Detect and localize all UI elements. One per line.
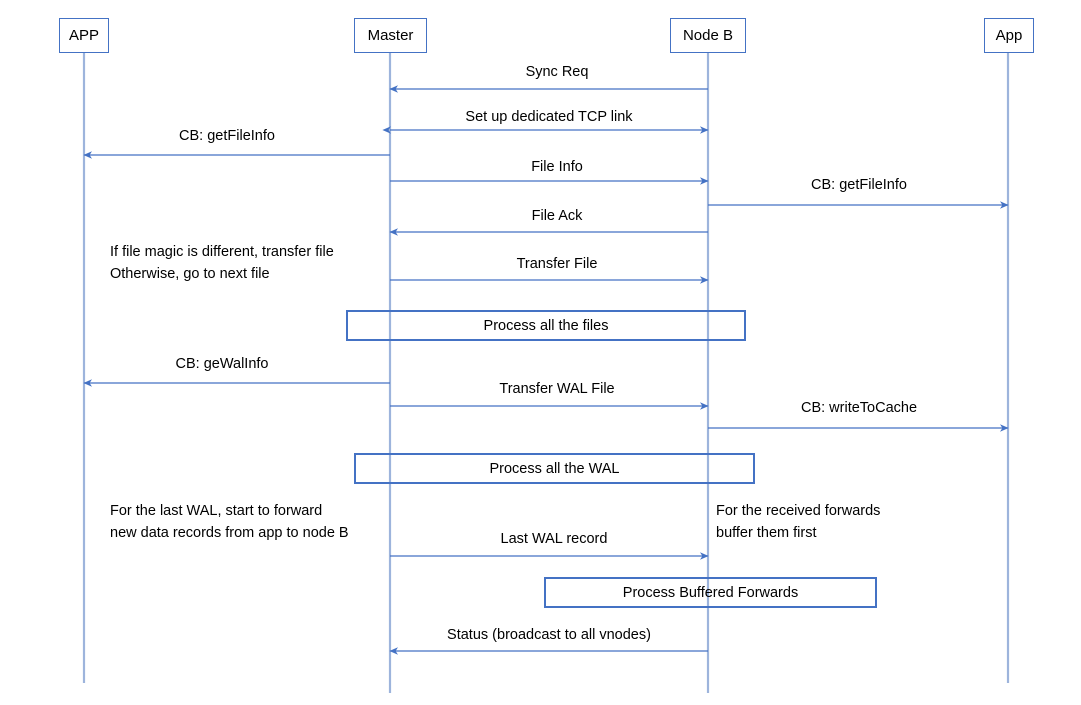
note-n1: If file magic is different, transfer fil…: [110, 244, 334, 282]
activation-box-a3[interactable]: Process Buffered Forwards: [544, 577, 877, 608]
note-n2: For the last WAL, start to forward new d…: [110, 503, 349, 541]
participant-label: Node B: [682, 27, 734, 44]
message-label-m2: Set up dedicated TCP link: [465, 108, 633, 125]
note-n3: For the received forwards buffer them fi…: [716, 503, 881, 541]
message-label-m10: CB: writeToCache: [800, 399, 918, 416]
message-label-m5: CB: getFileInfo: [811, 176, 907, 193]
message-label-m3: CB: getFileInfo: [179, 127, 275, 144]
message-arrows-group: [83, 85, 1009, 655]
activation-box-label: Process all the files: [483, 317, 609, 334]
participant-node_b[interactable]: Node B: [670, 18, 746, 53]
lifelines-group: [82, 53, 1010, 693]
message-label-m9: Transfer WAL File: [499, 380, 615, 397]
participant-label: APP: [68, 27, 99, 44]
participant-label: App: [995, 27, 1023, 44]
message-label-m11: Last WAL record: [500, 530, 608, 547]
participant-label: Master: [367, 27, 414, 44]
participant-app_left[interactable]: APP: [59, 18, 109, 53]
message-label-m6: File Ack: [531, 207, 583, 224]
activation-box-a2[interactable]: Process all the WAL: [354, 453, 755, 484]
activation-box-label: Process all the WAL: [489, 460, 620, 477]
activation-box-a1[interactable]: Process all the files: [346, 310, 746, 341]
message-label-m7: Transfer File: [516, 255, 598, 272]
activation-box-label: Process Buffered Forwards: [622, 584, 799, 601]
message-label-m8: CB: geWalInfo: [175, 355, 269, 372]
participant-app_right[interactable]: App: [984, 18, 1034, 53]
message-label-m12: Status (broadcast to all vnodes): [447, 626, 651, 643]
message-label-m1: Sync Req: [525, 63, 589, 80]
participant-master[interactable]: Master: [354, 18, 427, 53]
message-label-m4: File Info: [531, 158, 583, 175]
